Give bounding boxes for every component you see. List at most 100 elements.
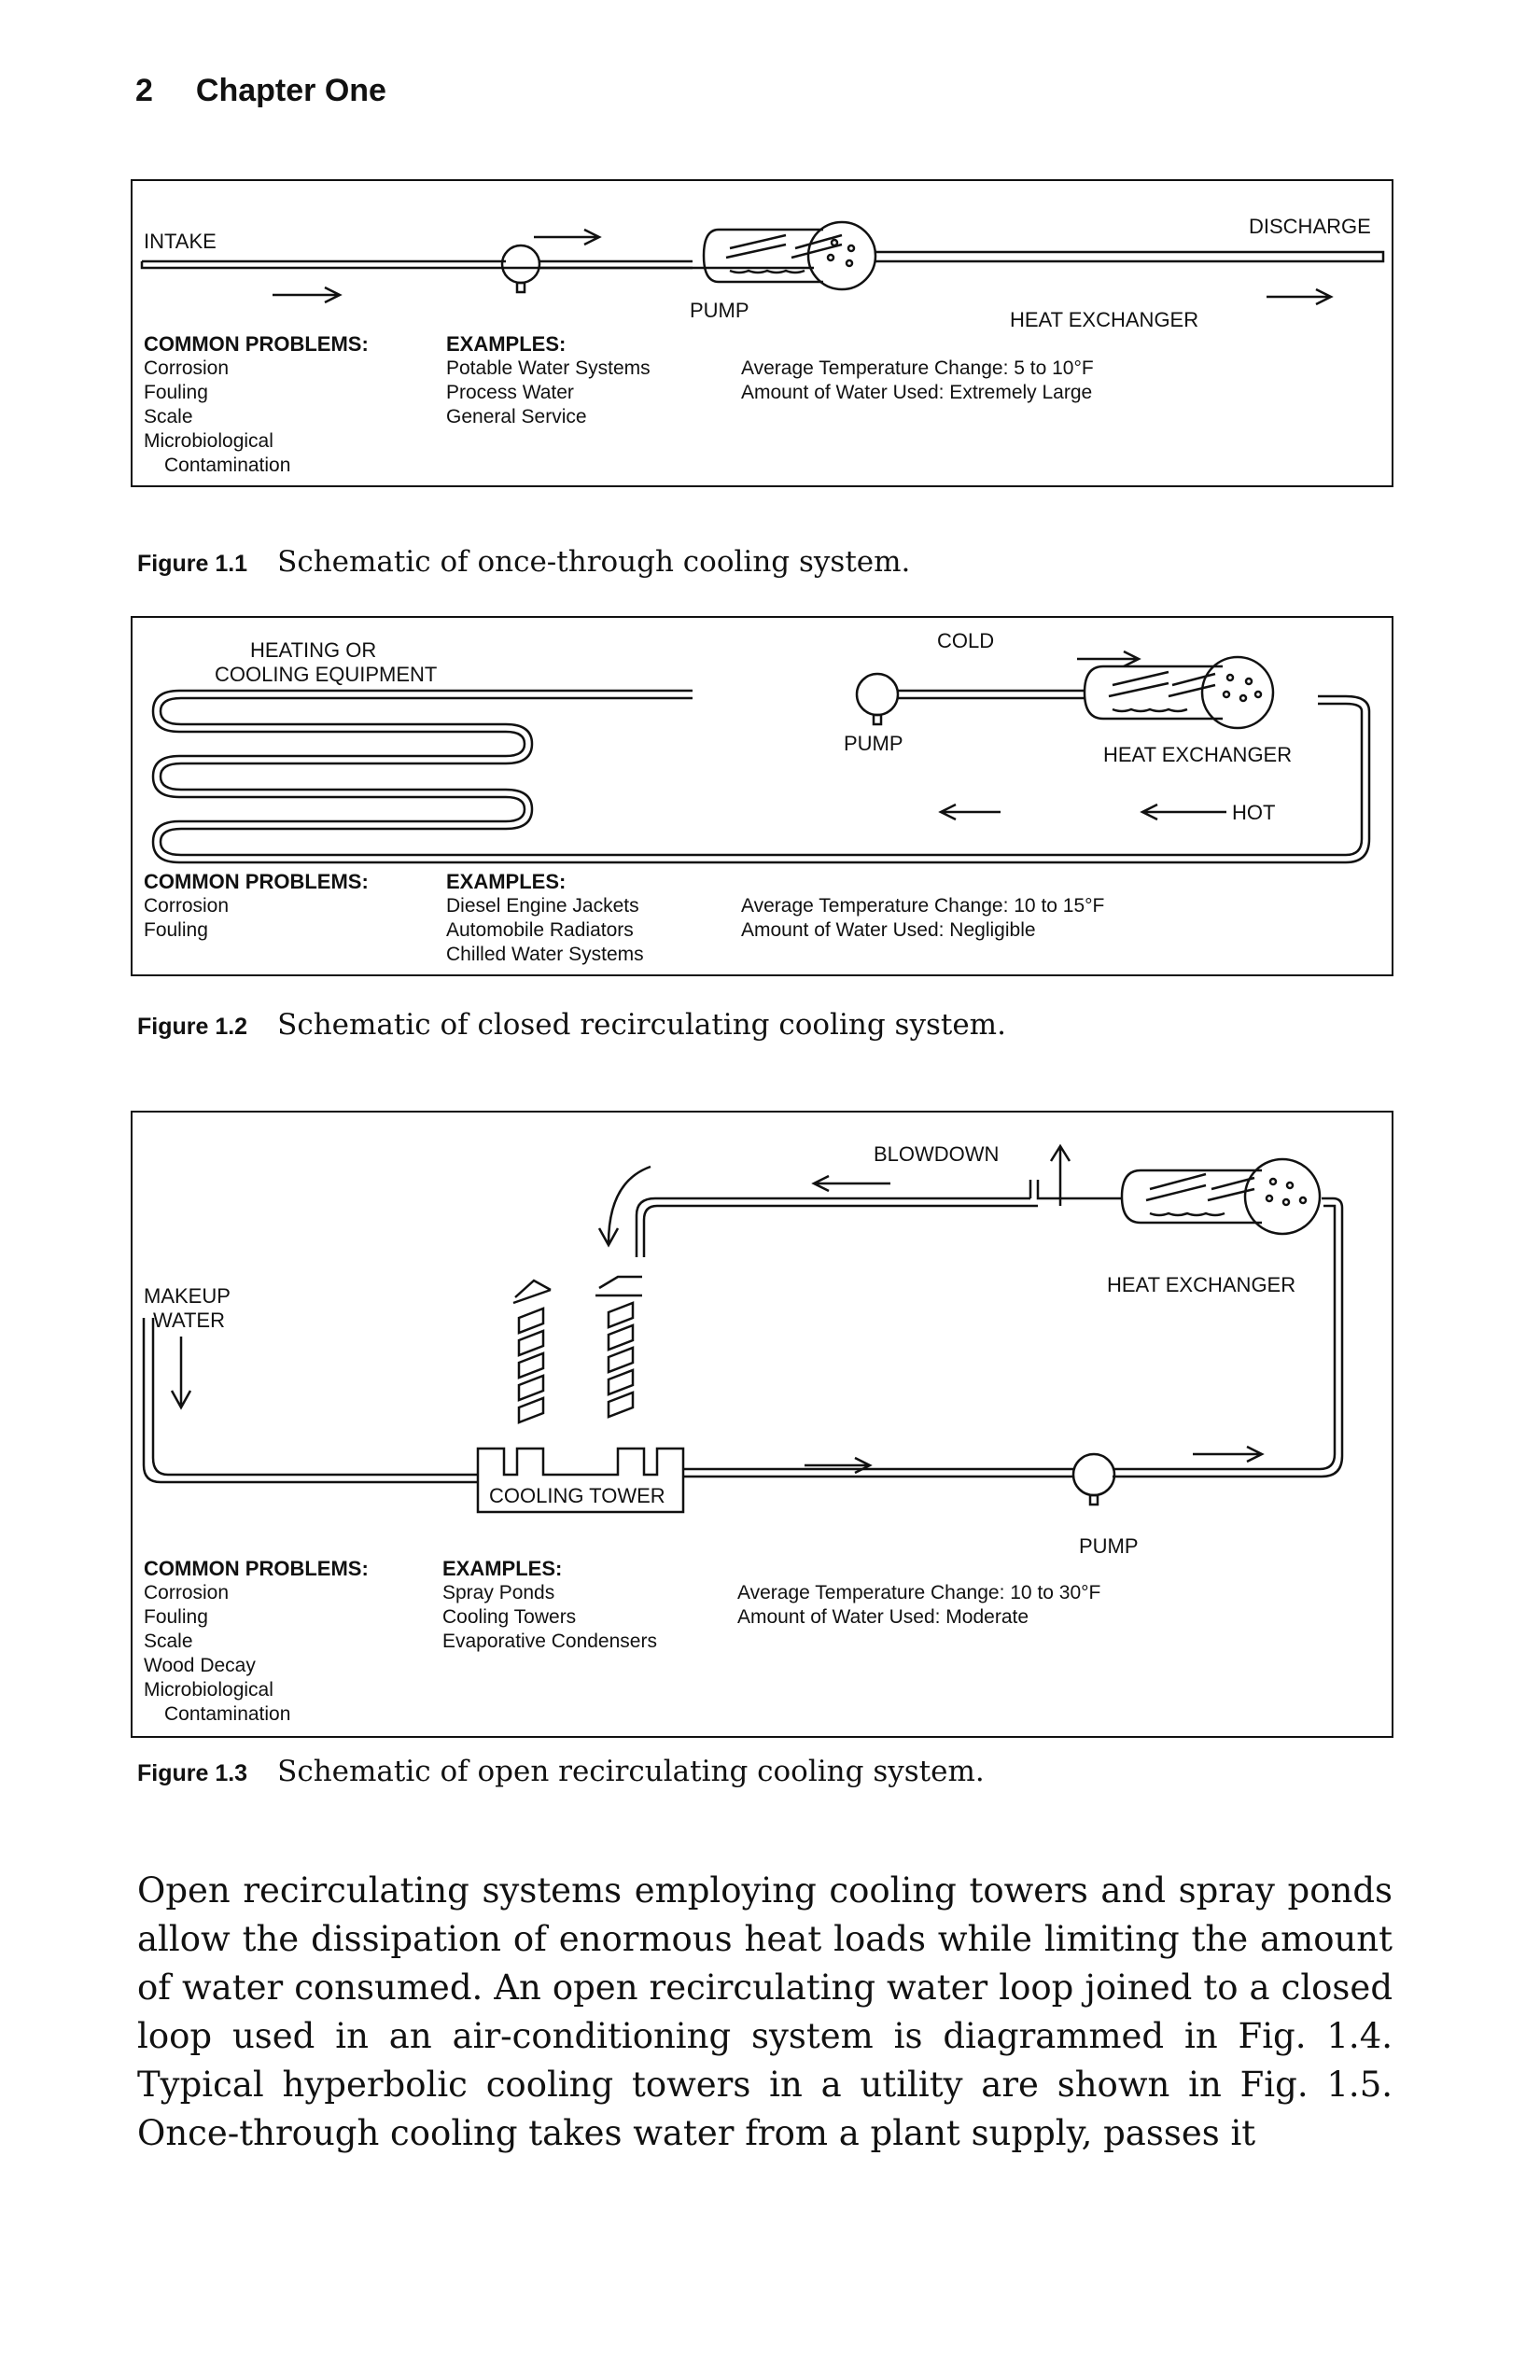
makeup-pipe	[142, 1318, 478, 1484]
figure-1-1: INTAKE PUMP HEAT EXCHANGER DISCHARGE COM…	[131, 179, 1393, 487]
problems-heading: COMMON PROBLEMS:	[144, 1557, 369, 1580]
heat-exchanger-label: HEAT EXCHANGER	[1103, 743, 1293, 766]
return-arrow-left	[811, 1174, 890, 1193]
flow-arrow-mid	[805, 1456, 873, 1475]
hot-label: HOT	[1232, 801, 1276, 824]
running-head: 2 Chapter One	[135, 73, 386, 109]
page-number: 2	[135, 73, 153, 108]
flow-arrow-top	[534, 228, 602, 246]
pump-1	[500, 244, 541, 285]
examples-column: EXAMPLES: Spray Ponds Cooling Towers Eva…	[442, 1557, 657, 1654]
example-item: General Service	[446, 406, 587, 427]
hot-arrow	[1140, 803, 1226, 821]
caption-number: Figure 1.1	[137, 551, 248, 577]
figure-1-3: BLOWDOWN HEAT EXCHANGER MAKEUP WATER COO…	[131, 1111, 1393, 1738]
stats-column: Average Temperature Change: 5 to 10°F Am…	[741, 357, 1094, 405]
pump-label: PUMP	[690, 299, 749, 322]
stat-item: Average Temperature Change: 10 to 30°F	[737, 1582, 1101, 1603]
tower-to-pump-pipe	[683, 1467, 1073, 1478]
problem-item: Fouling	[144, 1606, 208, 1628]
problems-heading: COMMON PROBLEMS:	[144, 870, 369, 893]
pipe-pump-exchanger	[539, 259, 693, 270]
problem-item: Corrosion	[144, 1582, 230, 1603]
problem-item: Corrosion	[144, 357, 230, 379]
heat-exchanger-3	[1120, 1157, 1322, 1236]
cooling-tower-label: COOLING TOWER	[489, 1484, 665, 1507]
heat-exchanger-label: HEAT EXCHANGER	[1010, 308, 1199, 331]
figure-1-1-caption: Figure 1.1 Schematic of once-through cool…	[137, 545, 910, 579]
discharge-pipe	[875, 250, 1385, 263]
once-through-diagram	[140, 220, 1385, 306]
example-item: Automobile Radiators	[446, 919, 634, 941]
problem-item: Wood Decay	[144, 1655, 256, 1676]
closed-recirculating-diagram	[151, 650, 1371, 864]
cooling-tower-basin	[476, 1447, 685, 1514]
problem-item: Fouling	[144, 382, 208, 403]
body-paragraph: Open recirculating systems employing coo…	[137, 1870, 1393, 2153]
caption-text: Schematic of once-through cooling system…	[277, 545, 911, 579]
examples-column: EXAMPLES: Diesel Engine Jackets Automobi…	[446, 870, 644, 967]
makeup-label-line1: MAKEUP	[144, 1284, 231, 1308]
examples-heading: EXAMPLES:	[446, 870, 567, 893]
tower-fill-left	[512, 1279, 552, 1424]
return-arrow-left	[938, 803, 1001, 821]
stat-item: Amount of Water Used: Negligible	[741, 919, 1036, 941]
pump-3	[1071, 1452, 1116, 1497]
pump-label: PUMP	[844, 732, 903, 755]
problem-item: Contamination	[164, 1703, 291, 1725]
return-pipe	[635, 1180, 1122, 1257]
pump-2	[855, 672, 900, 717]
makeup-arrow	[170, 1337, 192, 1410]
example-item: Potable Water Systems	[446, 357, 651, 379]
problem-item: Corrosion	[144, 895, 230, 917]
exchanger-to-pump-pipe	[1113, 1197, 1344, 1478]
example-item: Diesel Engine Jackets	[446, 895, 639, 917]
pump-label: PUMP	[1079, 1534, 1139, 1558]
flow-arrow-right	[1193, 1445, 1265, 1463]
flow-arrow-right	[1267, 287, 1334, 306]
stat-item: Average Temperature Change: 10 to 15°F	[741, 895, 1105, 917]
tower-fill-right	[595, 1275, 642, 1419]
discharge-label: DISCHARGE	[1249, 215, 1371, 238]
intake-label: INTAKE	[144, 230, 217, 253]
examples-heading: EXAMPLES:	[446, 332, 567, 356]
figure-1-2: HEATING OR COOLING EQUIPMENT COLD PUMP H…	[131, 616, 1393, 976]
problem-item: Microbiological	[144, 430, 273, 452]
caption-number: Figure 1.3	[137, 1760, 248, 1786]
stat-item: Average Temperature Change: 5 to 10°F	[741, 357, 1094, 379]
problems-column: COMMON PROBLEMS: Corrosion Fouling Scale…	[144, 1557, 369, 1727]
problems-column: COMMON PROBLEMS: Corrosion Fouling Scale…	[144, 332, 369, 478]
stats-column: Average Temperature Change: 10 to 30°F A…	[737, 1581, 1100, 1630]
problem-item: Contamination	[164, 455, 291, 476]
equipment-label-line2: COOLING EQUIPMENT	[215, 663, 438, 686]
stats-column: Average Temperature Change: 10 to 15°F A…	[741, 894, 1104, 943]
problem-item: Fouling	[144, 919, 208, 941]
problem-item: Scale	[144, 1631, 193, 1652]
intake-pipe	[140, 259, 814, 270]
stat-item: Amount of Water Used: Extremely Large	[741, 382, 1093, 403]
examples-heading: EXAMPLES:	[442, 1557, 563, 1580]
figure-1-3-caption: Figure 1.3 Schematic of open recirculatin…	[137, 1755, 985, 1788]
flow-arrow-bottom	[273, 286, 343, 304]
heat-exchanger-label: HEAT EXCHANGER	[1107, 1273, 1296, 1296]
caption-text: Schematic of closed recirculating coolin…	[277, 1008, 1006, 1042]
example-item: Evaporative Condensers	[442, 1631, 657, 1652]
cold-label: COLD	[937, 629, 995, 652]
blowdown-arrow	[1049, 1143, 1071, 1206]
heat-exchanger-1	[702, 220, 877, 291]
figure-1-2-caption: Figure 1.2 Schematic of closed recirculat…	[137, 1008, 1006, 1042]
heat-exchanger-2	[1083, 655, 1275, 730]
cold-arrow	[1077, 650, 1141, 668]
blowdown-label: BLOWDOWN	[874, 1142, 1000, 1166]
example-item: Cooling Towers	[442, 1606, 577, 1628]
problems-column: COMMON PROBLEMS: Corrosion Fouling	[144, 870, 369, 943]
caption-text: Schematic of open recirculating cooling …	[277, 1755, 985, 1788]
spray-arrow	[597, 1165, 651, 1248]
problems-heading: COMMON PROBLEMS:	[144, 332, 369, 356]
example-item: Process Water	[446, 382, 574, 403]
chapter-title: Chapter One	[195, 73, 386, 108]
equipment-coil	[151, 689, 1371, 864]
equipment-label-line1: HEATING OR	[250, 638, 377, 662]
problem-item: Scale	[144, 406, 193, 427]
caption-number: Figure 1.2	[137, 1014, 248, 1040]
